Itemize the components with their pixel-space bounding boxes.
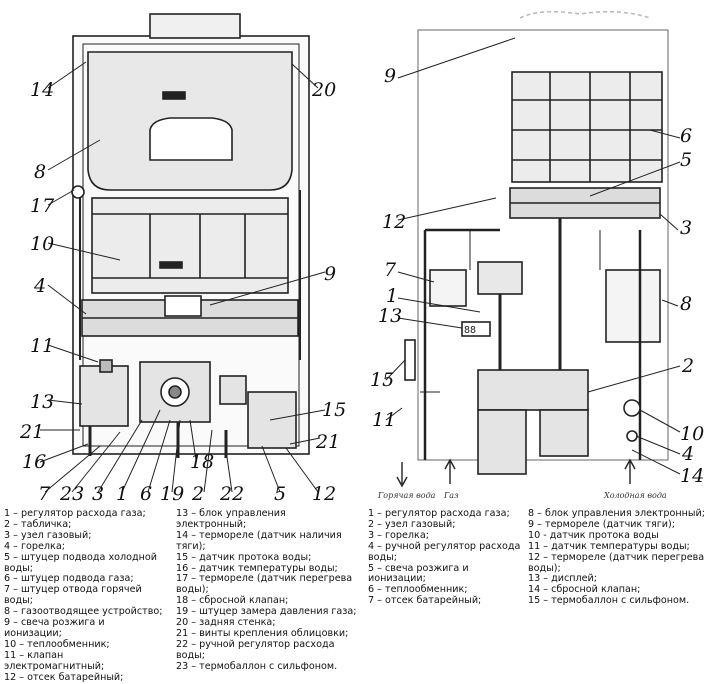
legend-item: 7 – отсек батарейный; bbox=[368, 595, 482, 607]
right-diagram: 88 bbox=[385, 10, 681, 488]
legend-item: 8 – блок управления электронный; bbox=[528, 508, 705, 519]
legend-item: 4 – ручной регулятор расхода воды; bbox=[368, 540, 524, 563]
callout-label: 12 bbox=[312, 483, 336, 505]
callout-label: 23 bbox=[59, 483, 84, 505]
legend-item: 6 – штуцер подвода газа; bbox=[4, 573, 134, 585]
legend-item: 16 – датчик температуры воды; bbox=[176, 562, 338, 574]
callout-label: 8 bbox=[680, 293, 692, 315]
callout-label: 8 bbox=[34, 161, 46, 183]
callout-label: 9 bbox=[324, 263, 336, 285]
callout-label: 21 bbox=[19, 421, 44, 443]
legend-item: 10 – теплообменник; bbox=[4, 638, 110, 650]
callout-label: 20 bbox=[311, 79, 336, 101]
callout-label: 12 bbox=[382, 211, 406, 233]
legend-right-column-2: 8 – блок управления электронный; 9 – тер… bbox=[528, 508, 710, 607]
legend-item: 13 – дисплей; bbox=[528, 573, 598, 585]
battery-compartment bbox=[429, 269, 467, 307]
callout-label: 18 bbox=[190, 451, 214, 473]
legend-item: 22 – ручной регулятор расхода воды; bbox=[176, 638, 338, 661]
callout-label: 4 bbox=[33, 275, 46, 297]
callout-label: 1 bbox=[116, 483, 128, 505]
legend-item: 1 – регулятор расхода газа; bbox=[368, 508, 510, 519]
legend-item: 15 – термобаллон с сильфоном. bbox=[528, 595, 690, 607]
legend-item: 17 – термореле (датчик перегрева воды); bbox=[176, 573, 356, 596]
callout-label: 10 bbox=[30, 233, 54, 255]
callout-label: 3 bbox=[680, 217, 692, 239]
legend-item: 21 – винты крепления облицовки; bbox=[176, 627, 349, 639]
callout-label: 6 bbox=[680, 125, 692, 147]
legend-item: 2 – табличка; bbox=[4, 518, 72, 530]
callout-label: 15 bbox=[322, 399, 346, 421]
legend-item: 12 – отсек батарейный; bbox=[4, 671, 124, 683]
heat-exchanger bbox=[511, 71, 663, 183]
callout-label: 22 bbox=[219, 483, 244, 505]
legend-item: 1 – регулятор расхода газа; bbox=[4, 508, 146, 519]
legend-left-column-2: 13 – блок управления электронный; 14 – т… bbox=[176, 508, 358, 673]
callout-label: 6 bbox=[140, 483, 152, 505]
callout-label: 11 bbox=[30, 335, 54, 357]
right-callouts: 9 6 5 3 12 7 1 13 8 15 2 11 10 4 14 Горя… bbox=[370, 65, 704, 500]
legend-left-column-1: 1 – регулятор расхода газа; 2 – табличка… bbox=[4, 508, 164, 684]
callout-label: 16 bbox=[22, 451, 46, 473]
legend-item: 6 – теплообменник; bbox=[368, 584, 468, 596]
callout-label: 2 bbox=[681, 355, 694, 377]
callout-label: 21 bbox=[315, 431, 340, 453]
callout-label: 2 bbox=[191, 483, 204, 505]
callout-label: 7 bbox=[38, 483, 51, 505]
gas-valve-unit bbox=[477, 369, 589, 411]
legend-item: 14 – сбросной клапан; bbox=[528, 584, 641, 596]
legend-item: 13 – блок управления электронный; bbox=[176, 508, 289, 530]
legend-item: 5 – штуцер подвода холодной воды; bbox=[4, 551, 161, 574]
flue-collar bbox=[149, 13, 241, 39]
legend-right-column-1: 1 – регулятор расхода газа; 2 – узел газ… bbox=[368, 508, 528, 607]
svg-text:88: 88 bbox=[464, 325, 476, 336]
legend-item: 3 – узел газовый; bbox=[4, 529, 92, 541]
battery-compartment bbox=[247, 391, 297, 449]
legend-item: 7 – штуцер отвода горячей воды; bbox=[4, 584, 145, 607]
legend-item: 4 – горелка; bbox=[4, 540, 65, 552]
gas-caption: Газ bbox=[443, 491, 458, 500]
callout-label: 14 bbox=[30, 79, 54, 101]
legend-item: 23 – термобаллон с сильфоном. bbox=[176, 660, 338, 672]
callout-label: 5 bbox=[680, 149, 692, 171]
callout-label: 13 bbox=[378, 305, 402, 327]
legend-item: 3 – горелка; bbox=[368, 529, 429, 541]
legend-item: 11 – датчик температуры воды; bbox=[528, 540, 690, 552]
legend-item: 14 – термореле (датчик наличия тяги); bbox=[176, 529, 345, 552]
callout-label: 13 bbox=[30, 391, 54, 413]
legend-item: 11 – клапан электромагнитный; bbox=[4, 649, 105, 672]
callout-label: 11 bbox=[372, 409, 396, 431]
legend-item: 18 – сбросной клапан; bbox=[176, 595, 289, 607]
legend-item: 5 – свеча розжига и ионизации; bbox=[368, 562, 472, 585]
legend-item: 9 – термореле (датчик тяги); bbox=[528, 518, 675, 530]
left-callouts: 14 20 8 17 10 9 4 11 13 15 21 21 16 7 23… bbox=[19, 79, 346, 505]
callout-label: 7 bbox=[384, 259, 397, 281]
callout-label: 9 bbox=[384, 65, 396, 87]
cold-water-caption: Холодная вода bbox=[603, 491, 667, 500]
left-diagram bbox=[39, 13, 326, 493]
legend-item: 9 – свеча розжига и ионизации; bbox=[4, 617, 108, 639]
callout-label: 19 bbox=[160, 483, 184, 505]
legend-item: 10 - датчик протока воды bbox=[528, 529, 659, 541]
legend-item: 19 – штуцер замера давления газа; bbox=[176, 606, 357, 618]
legend-item: 12 – термореле (датчик перегрева воды); bbox=[528, 551, 708, 574]
callout-label: 1 bbox=[386, 285, 398, 307]
callout-label: 5 bbox=[274, 483, 286, 505]
legend-item: 8 – газоотводящее устройство; bbox=[4, 606, 163, 618]
callout-label: 14 bbox=[680, 465, 704, 487]
legend-item: 20 – задняя стенка; bbox=[176, 617, 276, 629]
display bbox=[461, 321, 491, 337]
schematic-drawing: 14 20 8 17 10 9 4 11 13 15 21 21 16 7 23… bbox=[19, 10, 704, 505]
callout-label: 4 bbox=[681, 443, 694, 465]
legend-item: 15 – датчик протока воды; bbox=[176, 551, 312, 563]
control-unit bbox=[605, 269, 661, 343]
callout-label: 10 bbox=[680, 423, 704, 445]
callout-label: 3 bbox=[92, 483, 104, 505]
callout-label: 17 bbox=[30, 195, 55, 217]
hot-water-caption: Горячая вода bbox=[377, 491, 436, 500]
legend-item: 2 – узел газовый; bbox=[368, 518, 456, 530]
callout-label: 15 bbox=[370, 369, 394, 391]
